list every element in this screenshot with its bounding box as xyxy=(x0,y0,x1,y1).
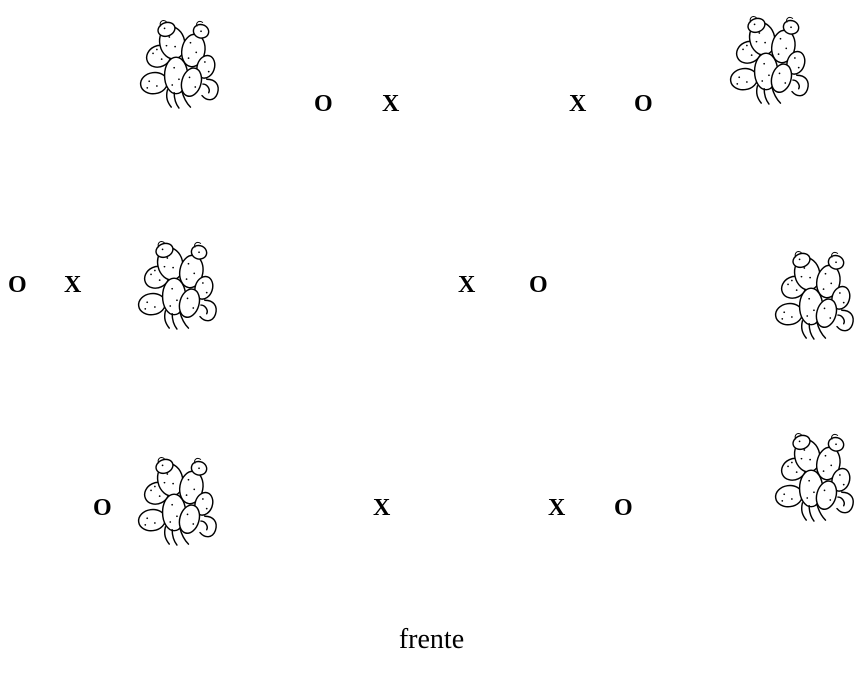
marker-o-5: O xyxy=(93,495,112,521)
marker-x-5: X xyxy=(373,495,391,521)
front-label: frente xyxy=(398,624,465,655)
cactus-icon xyxy=(765,245,861,341)
cactus-icon xyxy=(130,14,226,110)
marker-x-6: X xyxy=(548,495,566,521)
marker-o-3: O xyxy=(8,272,27,298)
cactus-icon xyxy=(765,427,861,523)
marker-x-4: X xyxy=(458,272,476,298)
marker-o-1: O xyxy=(314,91,333,117)
marker-x-3: X xyxy=(64,272,82,298)
marker-o-2: O xyxy=(634,91,653,117)
cactus-icon xyxy=(128,451,224,547)
cactus-icon xyxy=(720,10,816,106)
marker-o-4: O xyxy=(529,272,548,298)
marker-x-2: X xyxy=(569,91,587,117)
marker-x-1: X xyxy=(382,91,400,117)
cactus-icon xyxy=(128,235,224,331)
marker-o-6: O xyxy=(614,495,633,521)
